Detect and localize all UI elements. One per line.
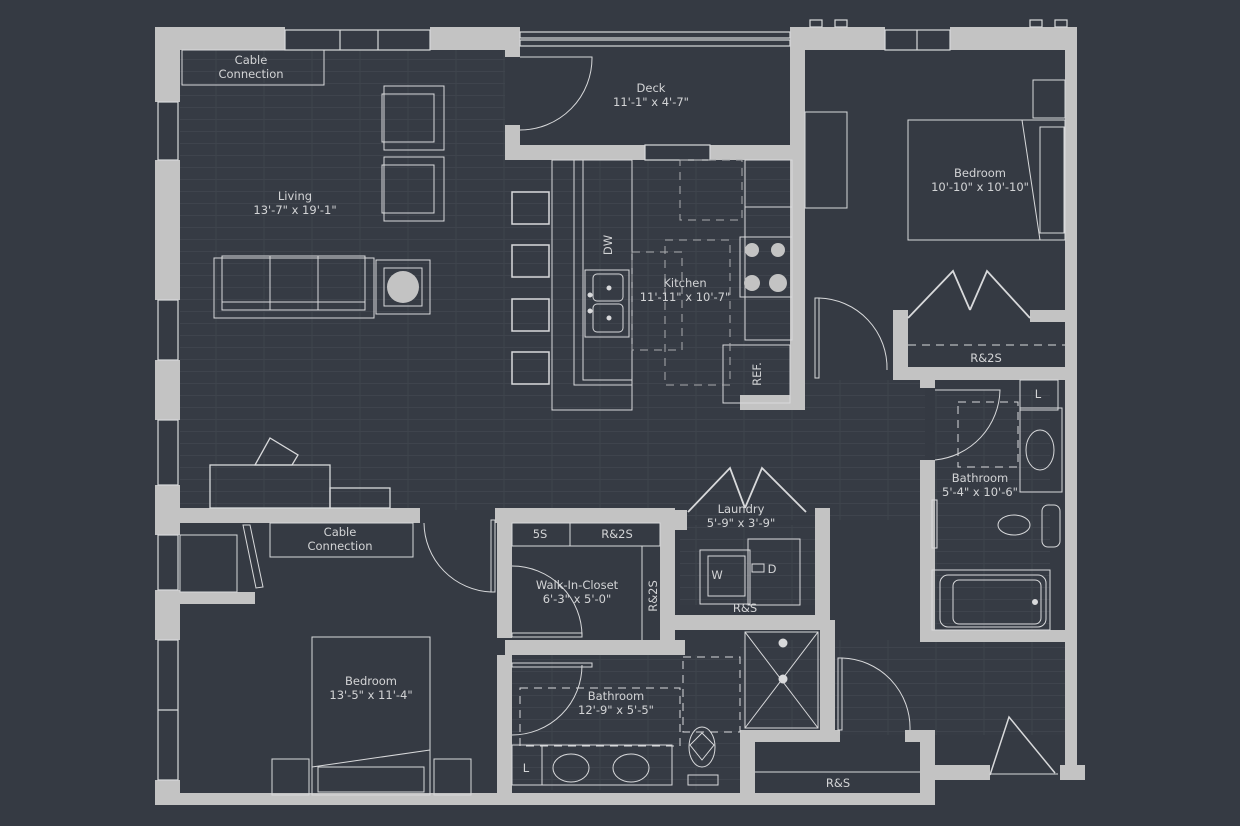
- closet-r2s-side-label: R&2S: [646, 580, 660, 612]
- refrigerator-label: REF.: [750, 362, 764, 386]
- cable-connection-living-label: Cable Connection: [218, 53, 283, 81]
- room-dims: 13'-5" x 11'-4": [329, 688, 413, 702]
- room-name: Walk-In-Closet: [535, 578, 619, 592]
- room-name: Laundry: [717, 502, 765, 516]
- room-name: Bedroom: [344, 674, 397, 688]
- room-dims: 5'-9" x 3'-9": [706, 516, 776, 530]
- bath-2-linen-label: L: [1034, 387, 1042, 401]
- windows: [157, 19, 1068, 781]
- cable-connection-bedroom: [269, 522, 414, 558]
- room-label-bedroom-1: Bedroom 13'-5" x 11'-4": [329, 674, 412, 702]
- room-name: Deck: [636, 81, 666, 95]
- walls: [155, 27, 1085, 805]
- dishwasher-label: DW: [601, 234, 615, 256]
- room-label-bedroom-2: Bedroom 10'-10" x 10'-10": [931, 166, 1029, 194]
- closet-r2s-top-label: R&2S: [601, 527, 633, 541]
- bath-1-linen-label: L: [522, 761, 530, 775]
- room-name: Bathroom: [951, 471, 1009, 485]
- laundry-shelf-label: R&S: [732, 601, 758, 615]
- room-name: Kitchen: [663, 276, 707, 290]
- room-label-kitchen: Kitchen 11'-11" x 10'-7": [640, 276, 731, 304]
- room-dims: 13'-7" x 19'-1": [253, 203, 337, 217]
- floor-tiles: [180, 50, 1070, 790]
- room-dims: 11'-11" x 10'-7": [639, 290, 731, 304]
- room-name: Bathroom: [587, 689, 645, 703]
- room-dims: 6'-3" x 5'-0": [542, 592, 612, 606]
- bedroom-2-closet-label: R&2S: [970, 351, 1002, 365]
- closet-5s-label: 5S: [532, 527, 548, 541]
- washer-label: W: [711, 568, 723, 582]
- room-label-walk-in-closet: Walk-In-Closet 6'-3" x 5'-0": [536, 578, 618, 606]
- label-line-1: Cable: [323, 525, 357, 539]
- room-label-bathroom-2: Bathroom 5'-4" x 10'-6": [942, 471, 1018, 499]
- room-dims: 10'-10" x 10'-10": [931, 180, 1029, 194]
- room-label-living: Living 13'-7" x 19'-1": [253, 189, 336, 217]
- room-dims: 11'-1" x 4'-7": [613, 95, 689, 109]
- cable-connection-living: [181, 49, 325, 86]
- room-dims: 5'-4" x 10'-6": [942, 485, 1018, 499]
- room-dims: 12'-9" x 5'-5": [578, 703, 654, 717]
- label-line-2: Connection: [218, 67, 284, 81]
- fixtures: [179, 49, 1066, 796]
- room-label-bathroom-1: Bathroom 12'-9" x 5'-5": [578, 689, 654, 717]
- room-label-deck: Deck 11'-1" x 4'-7": [613, 81, 689, 109]
- dryer-label: D: [767, 562, 777, 576]
- room-name: Living: [277, 189, 313, 203]
- room-label-laundry: Laundry 5'-9" x 3'-9": [707, 502, 776, 530]
- room-name: Bedroom: [953, 166, 1007, 180]
- label-line-1: Cable: [234, 53, 268, 67]
- hall-closet-label: R&S: [825, 776, 851, 790]
- cable-connection-bedroom-label: Cable Connection: [307, 525, 372, 553]
- label-line-2: Connection: [307, 539, 373, 553]
